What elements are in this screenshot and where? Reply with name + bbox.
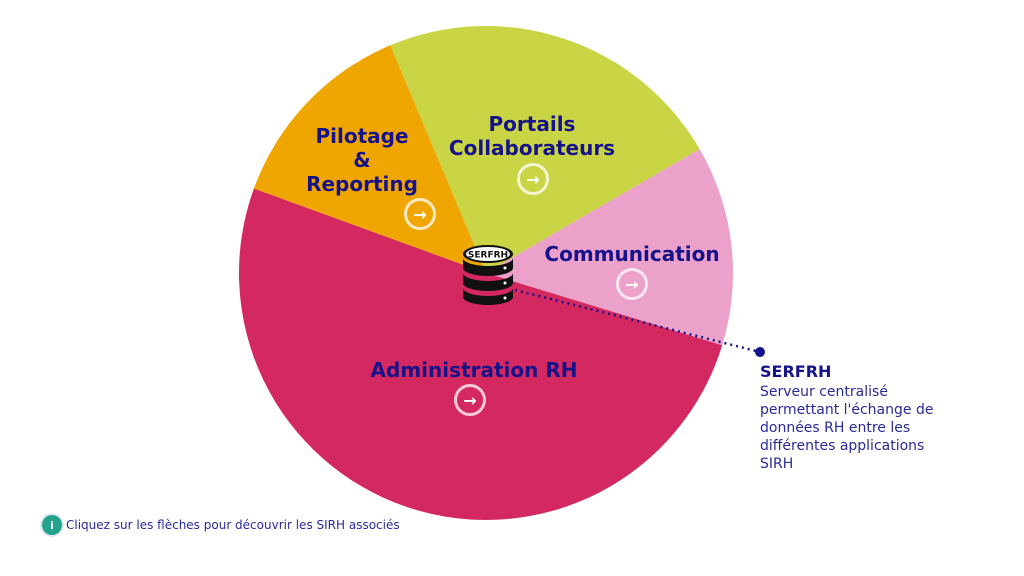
portails-arrow-button[interactable]: →	[517, 163, 549, 195]
server-label: SERFRH	[468, 251, 508, 261]
communication-arrow-button[interactable]: →	[616, 268, 648, 300]
administration-arrow-button[interactable]: →	[454, 384, 486, 416]
label-pilotage: Pilotage & Reporting	[306, 124, 418, 196]
info-icon: i	[42, 515, 62, 535]
callout-dot	[755, 347, 765, 357]
hint: i Cliquez sur les flèches pour découvrir…	[42, 515, 400, 535]
pie-slice-portails-collaborateurs[interactable]	[390, 26, 700, 274]
pie-slice-administration-rh[interactable]	[239, 188, 723, 520]
callout-line	[514, 288, 761, 354]
label-communication: Communication	[544, 242, 720, 266]
label-portails: Portails Collaborateurs	[448, 112, 616, 160]
server-database-icon[interactable]: SERFRH	[461, 244, 515, 306]
pie-slice-communication[interactable]	[486, 149, 734, 346]
callout-title: SERFRH	[760, 362, 832, 381]
pilotage-arrow-button[interactable]: →	[404, 198, 436, 230]
label-administration: Administration RH	[370, 358, 578, 382]
callout-text: Serveur centralisé permettant l'échange …	[760, 384, 934, 472]
hint-text: Cliquez sur les flèches pour découvrir l…	[66, 518, 400, 532]
